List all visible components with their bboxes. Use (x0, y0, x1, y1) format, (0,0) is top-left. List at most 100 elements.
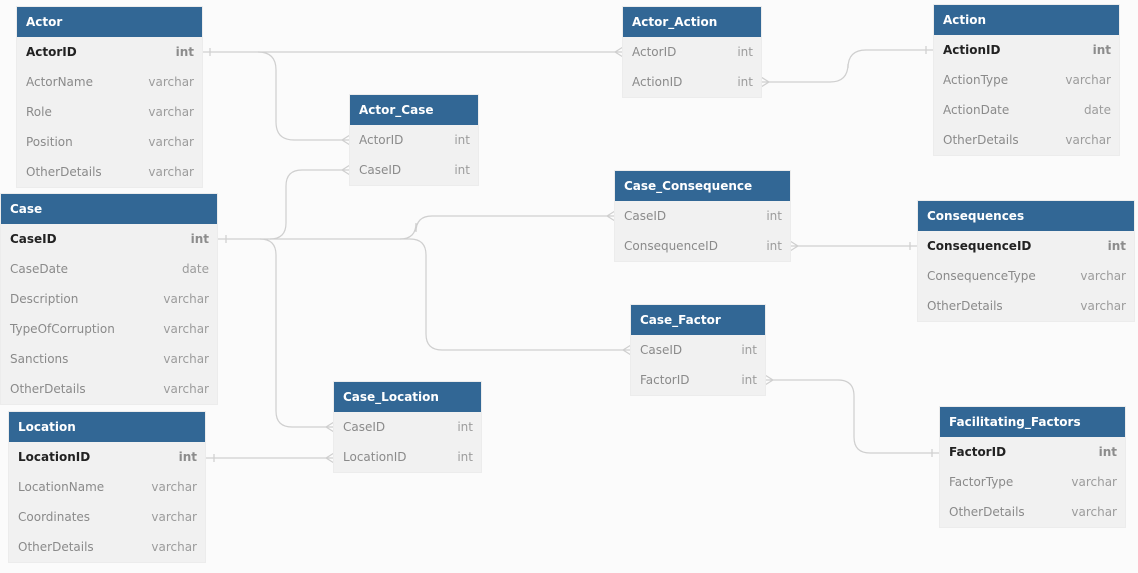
table-title[interactable]: Case (1, 194, 217, 224)
table-title[interactable]: Actor (17, 7, 202, 37)
field-row[interactable]: LocationName varchar (9, 472, 205, 502)
field-name: CaseID (343, 420, 386, 434)
field-row[interactable]: CaseID int (350, 155, 478, 185)
field-name: FactorID (640, 373, 690, 387)
field-name: CaseID (624, 209, 667, 223)
field-name: OtherDetails (927, 299, 1003, 313)
table-title[interactable]: Case_Consequence (615, 171, 790, 201)
field-type: int (766, 209, 782, 223)
field-type: int (741, 343, 757, 357)
field-row[interactable]: CaseID int (615, 201, 790, 231)
link-case-actor-case (217, 164, 351, 243)
field-type: varchar (148, 105, 194, 119)
link-case-case-consequence (270, 210, 616, 240)
field-type: int (178, 450, 197, 464)
field-name: Role (26, 105, 52, 119)
field-name: ConsequenceType (927, 269, 1036, 283)
field-row[interactable]: OtherDetails varchar (17, 157, 202, 187)
table-title[interactable]: Facilitating_Factors (940, 407, 1125, 437)
field-row[interactable]: Description varchar (1, 284, 217, 314)
table-title[interactable]: Actor_Action (623, 7, 761, 37)
field-name: OtherDetails (10, 382, 86, 396)
field-type: varchar (163, 322, 209, 336)
table-title[interactable]: Location (9, 412, 205, 442)
field-name: CaseID (640, 343, 683, 357)
field-name: ActionID (943, 43, 1001, 57)
field-type: int (737, 45, 753, 59)
field-row[interactable]: CaseID int (631, 335, 765, 365)
field-name: CaseID (359, 163, 402, 177)
field-row[interactable]: Role varchar (17, 97, 202, 127)
field-type: varchar (1080, 299, 1126, 313)
field-row[interactable]: OtherDetails varchar (1, 374, 217, 404)
field-type: varchar (163, 292, 209, 306)
table-title[interactable]: Case_Location (334, 382, 481, 412)
field-name: ActorID (359, 133, 404, 147)
field-name: Coordinates (18, 510, 91, 524)
table-title[interactable]: Action (934, 5, 1119, 35)
field-type: int (1092, 43, 1111, 57)
table-title[interactable]: Case_Factor (631, 305, 765, 335)
field-type: varchar (163, 382, 209, 396)
field-name: LocationID (18, 450, 91, 464)
link-case-case-location (259, 238, 335, 433)
field-name: OtherDetails (26, 165, 102, 179)
field-name: LocationName (18, 480, 105, 494)
link-actor-actor-action (202, 46, 624, 58)
field-type: int (766, 239, 782, 253)
field-type: varchar (1080, 269, 1126, 283)
field-name: OtherDetails (943, 133, 1019, 147)
field-type: varchar (151, 480, 197, 494)
field-row[interactable]: ConsequenceType varchar (918, 261, 1134, 291)
table-title[interactable]: Actor_Case (350, 95, 478, 125)
link-location-case-location (205, 452, 335, 464)
field-name: TypeOfCorruption (10, 322, 115, 336)
field-type: varchar (148, 165, 194, 179)
field-name: OtherDetails (18, 540, 94, 554)
field-row[interactable]: ActionID int (934, 35, 1119, 65)
field-type: int (454, 163, 470, 177)
field-type: int (175, 45, 194, 59)
field-row[interactable]: LocationID int (9, 442, 205, 472)
table-title[interactable]: Consequences (918, 201, 1134, 231)
field-name: Description (10, 292, 79, 306)
field-row[interactable]: TypeOfCorruption varchar (1, 314, 217, 344)
field-row[interactable]: OtherDetails varchar (918, 291, 1134, 321)
field-name: FactorType (949, 475, 1014, 489)
link-case-case-factor (400, 238, 632, 356)
